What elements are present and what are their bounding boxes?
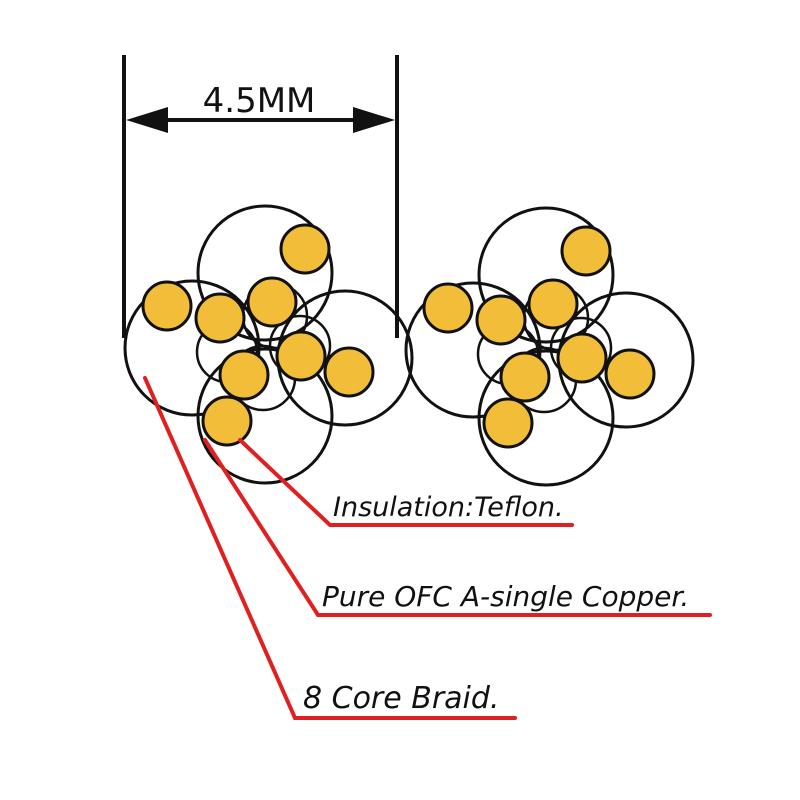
copper-conductor bbox=[560, 225, 612, 277]
copper-conductor bbox=[422, 282, 474, 334]
copper-conductor bbox=[194, 292, 246, 344]
insulation-ring bbox=[477, 206, 615, 344]
insulation-ring bbox=[196, 204, 334, 342]
braid-cross-section-right bbox=[404, 206, 695, 487]
copper-conductor bbox=[279, 223, 331, 275]
callout-insulation: Insulation:Teflon. bbox=[333, 492, 564, 523]
copper-conductor bbox=[482, 397, 534, 449]
leader-line-insulation bbox=[238, 438, 574, 527]
copper-conductor bbox=[527, 278, 579, 330]
copper-conductor bbox=[475, 294, 527, 346]
copper-conductor bbox=[604, 348, 656, 400]
copper-conductor bbox=[499, 351, 551, 403]
copper-conductor bbox=[556, 332, 608, 384]
dimension-arrow-right bbox=[353, 107, 395, 133]
callout-conductor: Pure OFC A-single Copper. bbox=[322, 580, 689, 613]
leader-line-conductor bbox=[203, 438, 712, 617]
dimension-marker bbox=[122, 55, 399, 338]
copper-conductor bbox=[246, 276, 298, 328]
dimension-label: 4.5MM bbox=[203, 81, 316, 121]
copper-conductor bbox=[141, 280, 193, 332]
insulation-ring bbox=[404, 281, 542, 419]
copper-conductor bbox=[218, 349, 270, 401]
copper-conductor bbox=[323, 346, 375, 398]
braid-cross-section-left bbox=[123, 204, 414, 485]
callout-braid: 8 Core Braid. bbox=[303, 681, 499, 716]
insulation-ring bbox=[123, 279, 261, 417]
copper-conductor bbox=[275, 330, 327, 382]
leader-lines bbox=[143, 376, 712, 720]
dimension-arrow-left bbox=[126, 107, 168, 133]
copper-conductor bbox=[201, 395, 253, 447]
leader-line-braid bbox=[143, 376, 517, 720]
